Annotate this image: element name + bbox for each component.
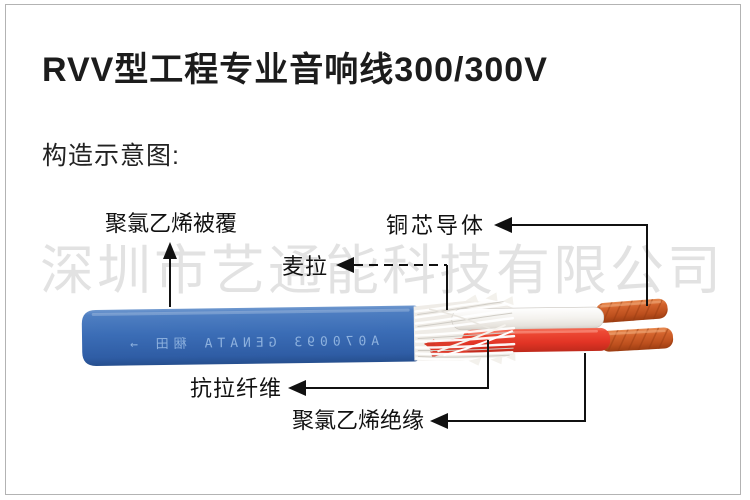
label-pvc-sheath: 聚氯乙烯被覆 [105, 211, 238, 236]
copper-conductor-bottom [600, 327, 674, 352]
cable-photo: A070093 GENATA 稇田 → [81, 292, 674, 366]
callout-tensile-fiber [288, 340, 489, 396]
arrowhead-left [288, 380, 306, 396]
arrowhead-left [494, 217, 512, 233]
callout-pvc-insulation [430, 353, 586, 429]
callout-pvc-sheath [163, 242, 177, 307]
arrowhead-left [336, 257, 354, 273]
copper-conductor-top [595, 298, 668, 323]
page-title: RVV型工程专业音响线300/300V [42, 51, 548, 89]
callouts [163, 217, 648, 429]
label-copper-conductor: 铜芯导体 [386, 213, 487, 238]
label-tensile-fiber: 抗拉纤维 [190, 376, 283, 401]
cable-jacket-blue: A070093 GENATA 稇田 → [81, 305, 420, 366]
label-pvc-insulation: 聚氯乙烯绝缘 [292, 408, 425, 433]
jacket-highlight [91, 308, 410, 317]
arrowhead-up [163, 242, 177, 259]
callout-copper-conductor [494, 217, 648, 306]
label-mylar: 麦拉 [282, 254, 329, 279]
diagram-subtitle: 构造示意图: [42, 142, 180, 170]
callout-mylar [336, 257, 448, 310]
watermark-text: 深圳市艺通能科技有限公司 [40, 241, 724, 301]
arrowhead-left [430, 413, 448, 429]
jacket-print-text: A070093 GENATA 稇田 → [125, 334, 379, 353]
fiber-spikes [465, 292, 516, 366]
fiber-strands [414, 298, 516, 361]
